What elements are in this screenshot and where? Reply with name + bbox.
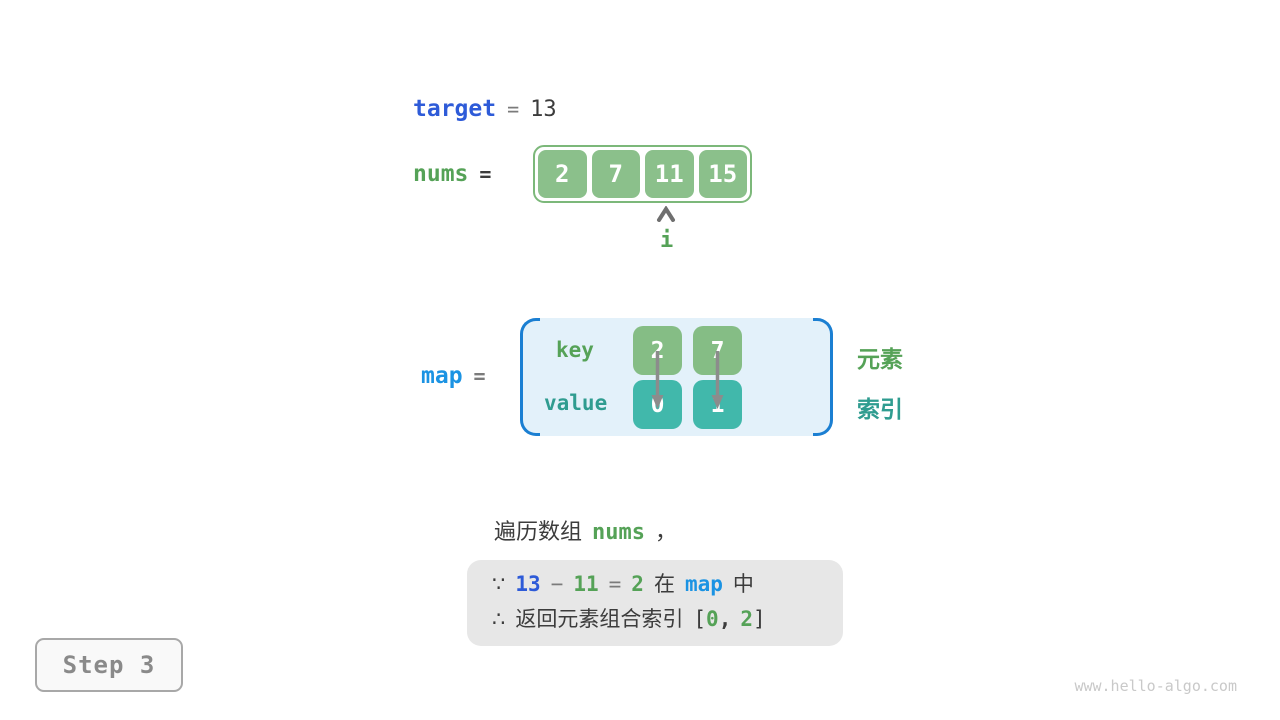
bracket-close: ]: [753, 607, 766, 631]
map-equals-sign: =: [473, 364, 486, 388]
note-zhong-word: 中: [732, 573, 754, 596]
map-key-cell-0: 2: [633, 326, 682, 375]
pointer-caret-icon: [657, 206, 675, 222]
nums-row: nums =: [413, 161, 491, 187]
array-cell-1: 7: [591, 150, 640, 198]
step-badge-label: Step 3: [62, 651, 156, 679]
target-row: target = 13: [413, 96, 557, 122]
caption-nums-code: nums: [592, 520, 645, 545]
nums-variable-name: nums: [413, 161, 469, 187]
key-to-value-arrow-icon: [651, 351, 664, 409]
target-equals-sign: =: [507, 97, 520, 121]
legend-element-label: 元素: [857, 346, 903, 372]
map-bracket-right: [813, 318, 833, 436]
map-value-label: value: [544, 391, 608, 415]
array-cell-2: 11: [645, 150, 694, 198]
because-symbol: ∵: [492, 573, 506, 596]
note-in-word: 在: [653, 573, 675, 596]
result-index-0: 0: [706, 607, 719, 631]
note-line-2: ∴ 返回元素组合索引 [ 0 , 2 ]: [492, 603, 843, 638]
note-map-code: map: [684, 572, 723, 596]
therefore-symbol: ∴: [492, 608, 506, 631]
array-cell-3: 15: [698, 150, 747, 198]
key-to-value-arrow-icon: [711, 351, 724, 409]
map-key-label: key: [556, 338, 594, 362]
step-badge: Step 3: [35, 638, 183, 692]
note-equals-sign: =: [608, 572, 622, 596]
target-value: 13: [530, 96, 557, 122]
note-current-value: 11: [573, 572, 599, 596]
legend-index-label: 索引: [857, 396, 903, 422]
target-variable-name: target: [413, 96, 497, 122]
nums-array: 2 7 11 15: [533, 145, 752, 203]
note-result-text: 返回元素组合索引: [515, 608, 684, 631]
note-target-value: 13: [515, 572, 541, 596]
result-comma: ,: [718, 607, 732, 631]
note-difference-value: 2: [631, 572, 644, 596]
map-row: map =: [421, 363, 486, 389]
caption-comma: ，: [655, 519, 678, 544]
nums-equals-sign: =: [479, 162, 492, 186]
watermark-text: www.hello-algo.com: [1074, 677, 1237, 695]
minus-sign: −: [550, 572, 564, 596]
map-variable-name: map: [421, 363, 463, 389]
caption-sentence: 遍历数组 nums ，: [494, 514, 677, 546]
pointer-i-label: i: [660, 228, 674, 253]
caption-prefix: 遍历数组: [494, 519, 583, 544]
note-line-1: ∵ 13 − 11 = 2 在 map 中: [492, 568, 843, 603]
array-cell-0: 2: [538, 150, 587, 198]
result-index-pair: [ 0 , 2 ]: [693, 607, 765, 631]
note-box: ∵ 13 − 11 = 2 在 map 中 ∴ 返回元素组合索引 [ 0 , 2…: [467, 560, 843, 646]
bracket-open: [: [693, 607, 707, 631]
map-bracket-left: [520, 318, 540, 436]
result-index-1: 2: [740, 607, 753, 631]
